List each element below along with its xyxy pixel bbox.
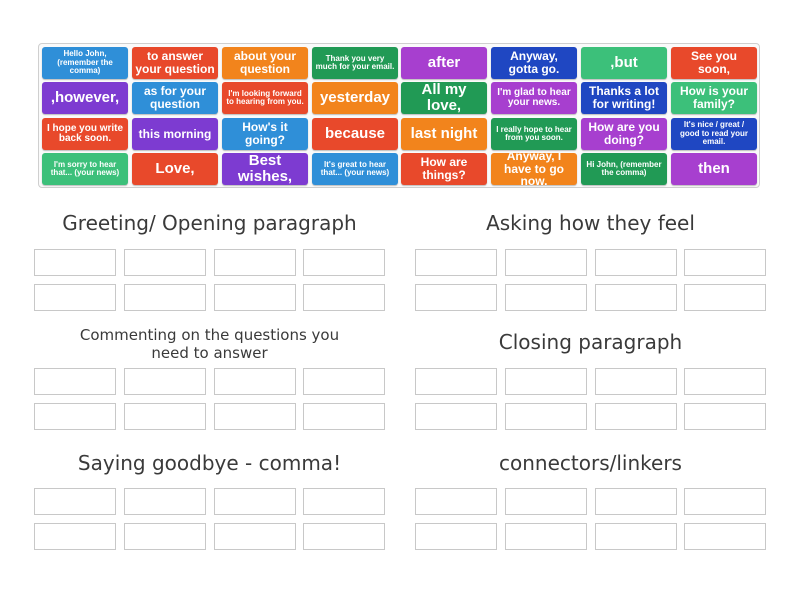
zone-title: Closing paragraph [498, 330, 683, 354]
answer-tile[interactable]: Thanks a lot for writing! [581, 82, 667, 114]
answer-tile[interactable]: as for your question [132, 82, 218, 114]
answer-tile[interactable]: See you soon, [671, 47, 757, 79]
answer-tile[interactable]: I'm sorry to hear that... (your news) [42, 153, 128, 185]
answer-tile[interactable]: then [671, 153, 757, 185]
drop-slot[interactable] [684, 403, 766, 430]
answer-tile[interactable]: ,however, [42, 82, 128, 114]
drop-slot[interactable] [415, 284, 497, 311]
answer-tile[interactable]: Anyway, gotta go. [491, 47, 577, 79]
answer-tile[interactable]: Hi John, (remember the comma) [581, 153, 667, 185]
drop-slot[interactable] [505, 403, 587, 430]
drop-slot[interactable] [34, 403, 116, 430]
zone-title: Saying goodbye - comma! [77, 451, 342, 475]
drop-slot[interactable] [595, 249, 677, 276]
drop-slot[interactable] [214, 284, 296, 311]
drop-slot[interactable] [595, 284, 677, 311]
answer-tile[interactable]: It's nice / great / good to read your em… [671, 118, 757, 150]
answer-tile[interactable]: Thank you very much for your email. [312, 47, 398, 79]
answer-tile[interactable]: last night [401, 118, 487, 150]
drop-slot[interactable] [505, 523, 587, 550]
drop-slot[interactable] [303, 284, 385, 311]
drop-slot[interactable] [214, 249, 296, 276]
drop-slot[interactable] [505, 488, 587, 515]
drop-slot[interactable] [684, 284, 766, 311]
answer-tile[interactable]: yesterday [312, 82, 398, 114]
answer-tile[interactable]: to answer your question [132, 47, 218, 79]
drop-slot[interactable] [303, 403, 385, 430]
answer-tile[interactable]: I'm looking forward to hearing from you. [222, 82, 308, 114]
drop-slot[interactable] [124, 523, 206, 550]
drop-slot[interactable] [34, 488, 116, 515]
drop-slot[interactable] [505, 368, 587, 395]
answer-tile[interactable]: Love, [132, 153, 218, 185]
drop-slot[interactable] [505, 249, 587, 276]
drop-slot[interactable] [214, 523, 296, 550]
drop-slot[interactable] [505, 284, 587, 311]
drop-slot[interactable] [684, 523, 766, 550]
answer-tile[interactable]: How's it going? [222, 118, 308, 150]
drop-slot[interactable] [303, 249, 385, 276]
drop-slot[interactable] [34, 284, 116, 311]
zone-title: Commenting on the questions you need to … [79, 326, 340, 362]
drop-slot[interactable] [415, 403, 497, 430]
drop-slot[interactable] [34, 249, 116, 276]
drop-slot[interactable] [595, 488, 677, 515]
drop-slot[interactable] [124, 488, 206, 515]
drop-slot[interactable] [415, 368, 497, 395]
answer-tile[interactable]: Hello John, (remember the comma) [42, 47, 128, 79]
drop-slot[interactable] [595, 523, 677, 550]
drop-slot[interactable] [415, 249, 497, 276]
answer-tile[interactable]: Best wishes, [222, 153, 308, 185]
drop-slot[interactable] [124, 284, 206, 311]
drop-slot[interactable] [684, 249, 766, 276]
drop-slot[interactable] [214, 403, 296, 430]
drop-slot[interactable] [303, 368, 385, 395]
answer-tile[interactable]: after [401, 47, 487, 79]
zone-title: Greeting/ Opening paragraph [62, 211, 357, 235]
answer-tile[interactable]: because [312, 118, 398, 150]
answer-tile[interactable]: ,but [581, 47, 667, 79]
drop-slot[interactable] [303, 488, 385, 515]
answer-tile[interactable]: I'm glad to hear your news. [491, 82, 577, 114]
drop-slot[interactable] [595, 368, 677, 395]
drop-slot[interactable] [303, 523, 385, 550]
zone-title: Asking how they feel [486, 211, 695, 235]
drop-slot[interactable] [214, 488, 296, 515]
answer-tile[interactable]: I really hope to hear from you soon. [491, 118, 577, 150]
answer-tile[interactable]: How are things? [401, 153, 487, 185]
answer-tile[interactable]: How are you doing? [581, 118, 667, 150]
zone-title: connectors/linkers [499, 451, 682, 475]
drop-slot[interactable] [684, 368, 766, 395]
drop-slot[interactable] [415, 488, 497, 515]
answer-tile[interactable]: It's great to hear that... (your news) [312, 153, 398, 185]
drop-slot[interactable] [34, 523, 116, 550]
answer-tile[interactable]: about your question [222, 47, 308, 79]
drop-slot[interactable] [34, 368, 116, 395]
drop-slot[interactable] [684, 488, 766, 515]
answer-tile[interactable]: All my love, [401, 82, 487, 114]
drop-slot[interactable] [124, 368, 206, 395]
answer-tile[interactable]: I hope you write back soon. [42, 118, 128, 150]
answer-tile[interactable]: How is your family? [671, 82, 757, 114]
drop-slot[interactable] [595, 403, 677, 430]
drop-slot[interactable] [124, 249, 206, 276]
drop-slot[interactable] [415, 523, 497, 550]
drop-slot[interactable] [124, 403, 206, 430]
answer-tile[interactable]: Anyway, I have to go now. [491, 153, 577, 185]
drop-slot[interactable] [214, 368, 296, 395]
answer-tile[interactable]: this morning [132, 118, 218, 150]
